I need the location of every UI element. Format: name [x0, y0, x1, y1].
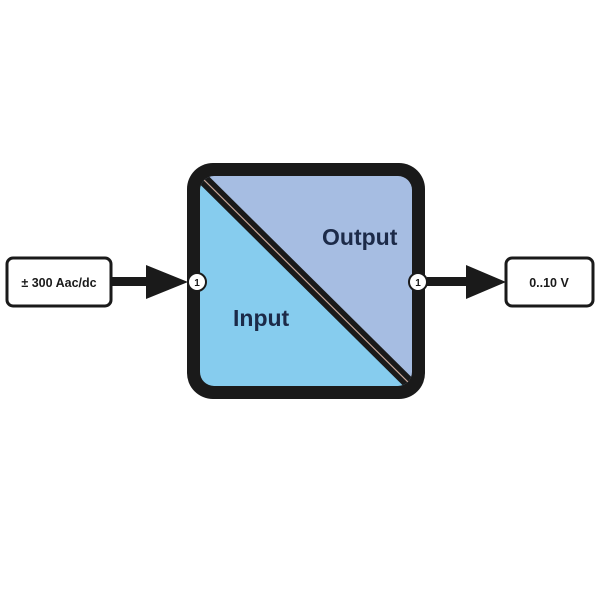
- input-signal-box: ± 300 Aac/dc: [5, 256, 113, 308]
- isolator-block: Input Output: [187, 163, 425, 399]
- output-port-number: 1: [415, 278, 421, 289]
- output-signal-box: 0..10 V: [504, 256, 595, 308]
- input-arrow: [111, 265, 188, 299]
- output-port: 1: [408, 272, 428, 292]
- output-signal-label: 0..10 V: [529, 276, 569, 290]
- input-label: Input: [233, 305, 290, 331]
- input-signal-label: ± 300 Aac/dc: [21, 276, 96, 290]
- output-label: Output: [322, 224, 398, 250]
- input-port-number: 1: [194, 278, 200, 289]
- input-port: 1: [187, 272, 207, 292]
- output-arrow: [427, 265, 506, 299]
